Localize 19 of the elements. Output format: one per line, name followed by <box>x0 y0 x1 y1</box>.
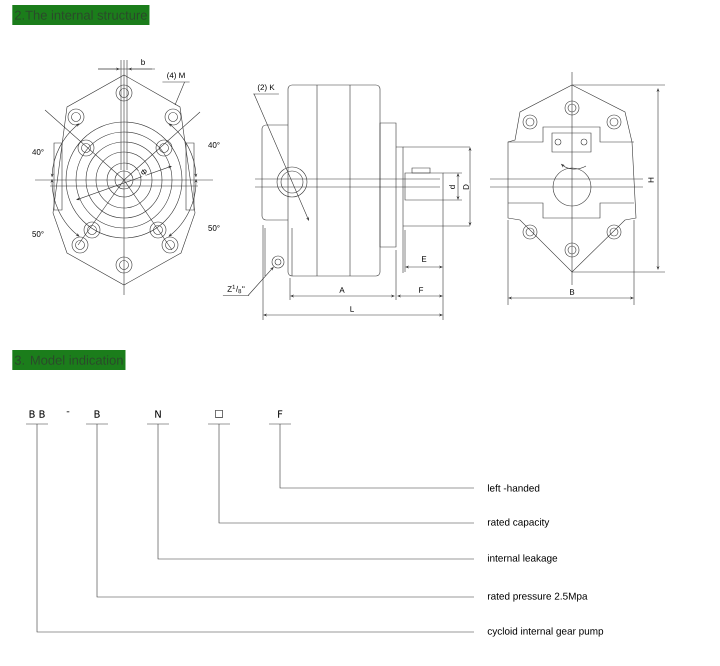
description-text: rated pressure 2.5Mpa <box>488 592 588 602</box>
separator-dash: - <box>66 411 70 412</box>
code-letter: N <box>146 410 170 424</box>
leader-line <box>158 424 474 560</box>
leader-line <box>174 82 185 106</box>
code-letter: B <box>86 410 108 424</box>
port-hole <box>272 256 284 268</box>
leader-line <box>254 94 309 221</box>
description-text: rated capacity <box>488 518 550 528</box>
leader-line <box>280 424 474 488</box>
leader-line <box>218 424 474 524</box>
description-text: cycloid internal gear pump <box>488 627 604 637</box>
code-letter: B B <box>26 410 48 424</box>
description-text: internal leakage <box>488 554 558 564</box>
code-letter: F <box>268 410 292 424</box>
leader-line <box>36 424 474 632</box>
leader-line <box>96 424 474 598</box>
description-text: left -handed <box>488 484 540 492</box>
code-letter: □ <box>208 410 230 424</box>
